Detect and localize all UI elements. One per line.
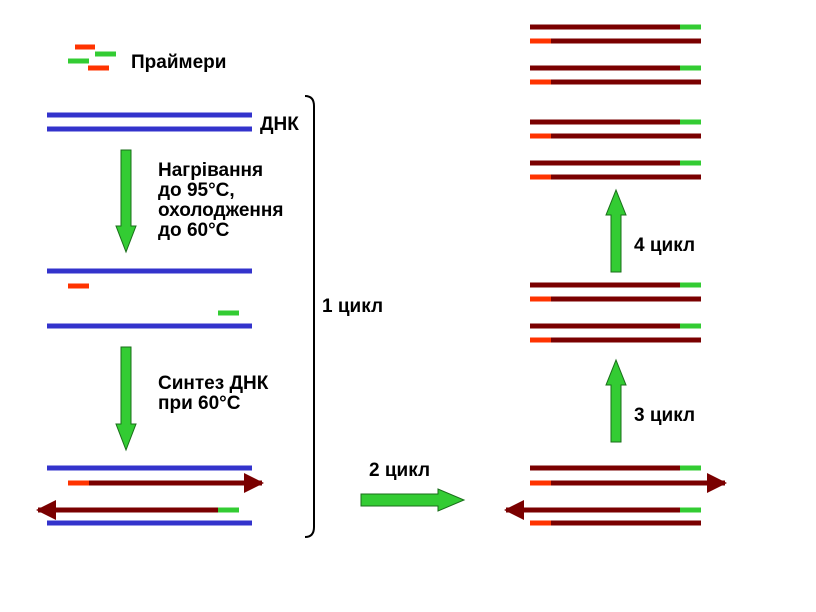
heating-line-3: охолодження: [158, 200, 283, 221]
annealed-strands: [47, 268, 252, 329]
heating-line-1: Нагрівання: [158, 160, 263, 181]
cycle1-brace: 1 цикл: [304, 95, 383, 538]
synthesis-text: Синтез ДНК при 60°С: [158, 373, 269, 414]
heating-line-2: до 95°С,: [158, 180, 235, 201]
cycle4-arrow: 4 цикл: [605, 188, 695, 273]
dna-double-strand: ДНК: [47, 112, 299, 135]
cycle2-label: 2 цикл: [369, 460, 430, 481]
synthesis-line-1: Синтез ДНК: [158, 373, 269, 394]
cycle1-label: 1 цикл: [322, 296, 383, 317]
down-arrow-synthesis: [115, 346, 137, 452]
heating-line-4: до 60°С: [158, 220, 230, 241]
cycle3-result: [530, 282, 701, 343]
cycle4-arrow-shape: [605, 188, 627, 273]
primers-label: Праймери: [131, 52, 226, 73]
synthesis-line-2: при 60°С: [158, 393, 241, 414]
cycle2-arrow-shape: [360, 488, 466, 512]
cycle4-result: [530, 24, 701, 180]
cycle4-label: 4 цикл: [634, 235, 695, 256]
cycle2-arrow: 2 цикл: [360, 460, 466, 512]
cycle3-arrow-shape: [605, 358, 627, 443]
cycle3-label: 3 цикл: [634, 405, 695, 426]
synthesized-strands: [36, 465, 264, 526]
cycle3-arrow: 3 цикл: [605, 358, 695, 443]
down-arrow-heating: [115, 149, 137, 254]
heating-text: Нагрівання до 95°С, охолодження до 60°С: [158, 160, 283, 241]
primers-legend: Праймери: [68, 44, 226, 73]
down-arrow-heating-shape: [115, 149, 137, 254]
dna-label: ДНК: [260, 114, 299, 135]
cycle1-brace-path: [304, 95, 315, 538]
cycle2-result: [504, 465, 727, 526]
down-arrow-synthesis-shape: [115, 346, 137, 452]
